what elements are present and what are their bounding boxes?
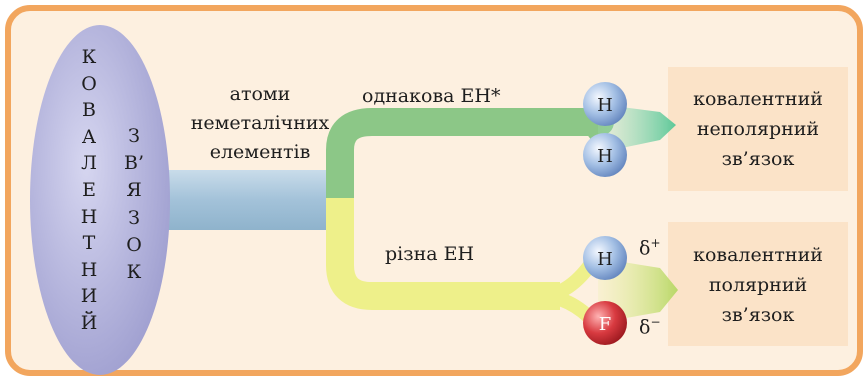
bond-letter: В’ [123,152,144,175]
ellipse-letter: В [82,99,96,122]
charge-positive-sign: + [650,236,661,250]
ellipse-letter: Т [82,232,96,255]
atom-bottom-b-symbol: F [599,314,612,335]
atom-bottom-a [583,236,627,280]
source-label: атоми неметалічних елементів [180,80,340,167]
covalent-ellipse [30,25,170,375]
ellipse-letter: Й [80,312,98,334]
ellipse-letter: Н [80,258,98,281]
result-top-line-3: зв’язок [721,148,795,170]
source-label-line-2: неметалічних [190,112,330,134]
atom-top-a [583,82,627,126]
ellipse-letter: Л [81,152,97,175]
charge-positive: δ+ [639,236,661,259]
bond-letter: З [128,206,140,229]
result-top-line-2: неполярний [696,118,820,140]
result-top-line-1: ковалентний [693,88,823,110]
charge-negative-sign: − [650,315,661,329]
atom-top-a-symbol: H [597,95,613,116]
atom-bottom-a-symbol: H [597,249,613,270]
result-bottom-line-3: зв’язок [721,304,795,326]
atom-top-b [583,133,627,177]
stem-bar [160,170,350,230]
charge-negative-symbol: δ [639,316,651,339]
result-bottom-line-2: полярний [708,274,808,296]
bond-letter: З [128,125,140,147]
atom-bottom-b [583,301,627,345]
branch-bottom-bar [326,198,560,310]
ellipse-letter: О [81,72,97,95]
atom-top-b-symbol: H [597,146,613,167]
result-box-bottom [668,222,848,346]
result-bottom-text: ковалентний полярний зв’язок [668,240,848,330]
result-top-text: ковалентний неполярний зв’язок [668,84,848,174]
charge-positive-symbol: δ [639,237,651,260]
ellipse-letter: К [81,46,97,68]
bond-letter: К [126,261,142,283]
branch-top-label: однакова ЕН* [362,85,501,107]
result-bottom-line-1: ковалентний [693,244,823,266]
bond-letter: Я [126,179,142,202]
source-label-line-3: елементів [209,141,311,163]
ellipse-letter: И [80,285,98,308]
branch-top-bar [326,90,614,200]
source-label-line-1: атоми [229,83,291,105]
ellipse-letter: Е [82,179,96,201]
ellipse-letter: Н [80,205,98,228]
bond-letter: О [126,233,142,256]
charge-negative: δ− [639,315,661,338]
ellipse-letter: А [81,125,97,148]
result-box-top [668,67,848,191]
branch-bottom-label: різна ЕН [385,243,475,265]
